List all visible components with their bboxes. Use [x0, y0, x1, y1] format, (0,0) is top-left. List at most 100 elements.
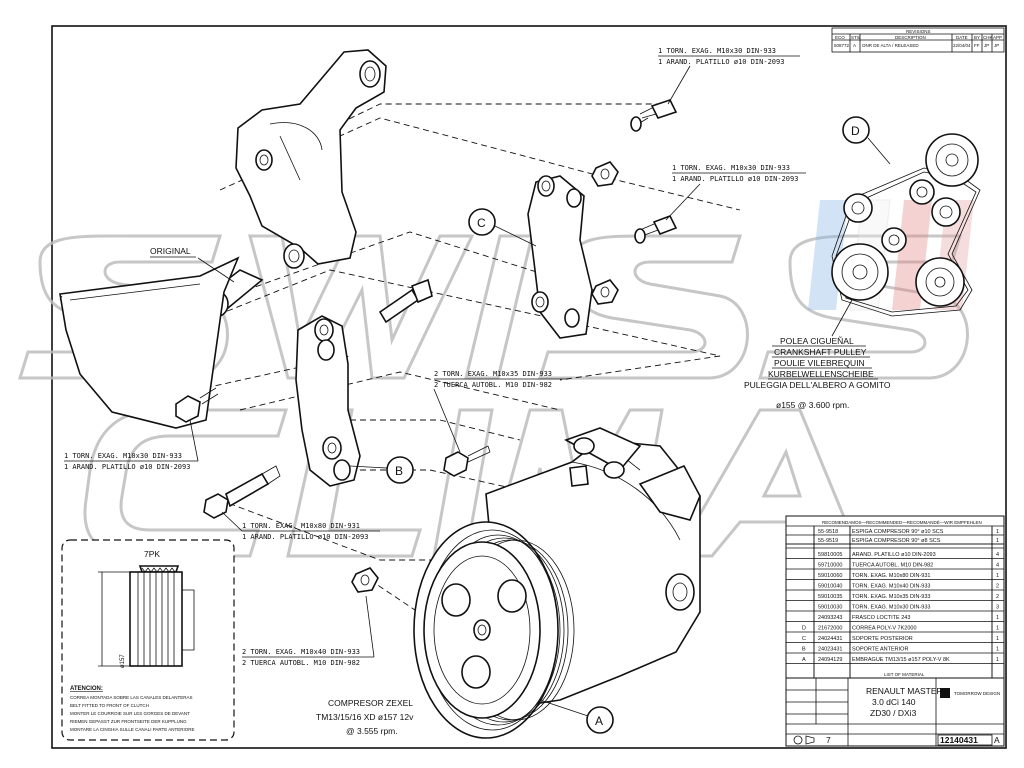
belt-detail-title: 7PK [144, 549, 160, 559]
bom-qty: 3 [996, 605, 999, 611]
bom-desc: SOPORTE POSTERIOR [852, 636, 913, 642]
bom-qty: 4 [996, 552, 999, 558]
title-line-2: 3.0 dCi 140 [872, 697, 916, 707]
bom-item: D [802, 626, 806, 632]
bom-item: A [802, 657, 806, 663]
bom-item: C [802, 636, 806, 642]
compressor-line-3: @ 3.555 rpm. [346, 726, 398, 736]
bom-desc: SOPORTE ANTERIOR [852, 647, 908, 653]
rev-eco: 508772 [834, 43, 850, 48]
callout-b-bolt-line-1: 1 TORN. EXAG. M10x80 DIN-931 [242, 522, 360, 530]
drawing-number: 12140431 [940, 735, 978, 745]
recommended-qty: 1 [996, 529, 999, 535]
belt-detail-dim: ø157 [120, 654, 126, 668]
recommended-code: 55-9518 [818, 529, 838, 535]
compressor-note: COMPRESOR ZEXEL TM13/15/16 XD ø157 12v @… [316, 698, 414, 736]
rev-h-desc: DESCRIPTION [895, 35, 926, 40]
warning-line-3: MONTER LE COURROIE SUR LES GORGES DE DEV… [70, 711, 190, 716]
callout-top-line-1: 1 TORN. EXAG. M10x30 DIN-933 [658, 47, 776, 55]
pulley-line-2: CRANKSHAFT PULLEY [774, 347, 867, 357]
callout-top-line-2: 1 ARAND. PLATILLO ø10 DIN-2093 [658, 58, 784, 66]
bom-qty: 4 [996, 563, 999, 569]
label-d: D [851, 124, 860, 138]
bom-qty: 1 [996, 636, 999, 642]
title-line-1: RENAULT MASTER [866, 686, 943, 696]
bom-code: 59010040 [818, 584, 842, 590]
recommended-desc: ESPIGA COMPRESOR 90° ø8 SCS [852, 538, 941, 544]
callout-b-bolt-line-2: 1 ARAND. PLATILLO ø10 DIN-2093 [242, 533, 368, 541]
bolt-left [175, 387, 219, 423]
callout-left-line-1: 1 TORN. EXAG. M10x30 DIN-933 [64, 452, 182, 460]
bom-desc: TORN. EXAG. M10x40 DIN-933 [852, 584, 930, 590]
crankshaft-pulley-note: POLEA CIGUEÑAL CRANKSHAFT PULLEY POULIE … [744, 336, 891, 410]
belt-routing-diagram [831, 133, 981, 317]
bom-qty: 2 [996, 594, 999, 600]
label-a: A [595, 714, 603, 728]
pulley-line-5: PULEGGIA DELL'ALBERO A GOMITO [744, 380, 891, 390]
warning-line-1: CORREA MONTADA SOBRE LAS CANALES DELANTE… [70, 695, 192, 700]
pulley-line-4: KURBELWELLENSCHEIBE [768, 369, 874, 379]
callout-mid-line-1: 1 TORN. EXAG. M10x30 DIN-933 [672, 164, 790, 172]
company-name: TOMORROW DESIGN [954, 691, 1000, 696]
warning-title: ATENCION: [70, 686, 103, 692]
bom-qty: 2 [996, 584, 999, 590]
bolt-center [443, 445, 491, 477]
revisions-title: REVISIONS [906, 29, 931, 34]
compressor [413, 427, 701, 739]
bolt-top [630, 99, 678, 132]
bom-code: 21672000 [818, 626, 842, 632]
rev-chk: JP [984, 43, 989, 48]
label-c: C [477, 216, 486, 230]
bom-code: 59010030 [818, 605, 842, 611]
bom-desc: ARAND. PLATILLO ø10 DIN-2093 [852, 552, 936, 558]
callout-bottom-line-1: 2 TORN. EXAG. M10x40 DIN-933 [242, 648, 360, 656]
label-b-circle [386, 456, 414, 484]
label-b: B [395, 464, 403, 478]
original-label: ORIGINAL [150, 246, 191, 256]
bom-desc: TORN. EXAG. M10x80 DIN-931 [852, 573, 930, 579]
nut-bottom [351, 567, 379, 593]
rev-h-app: APP [993, 35, 1002, 40]
compressor-line-1: COMPRESOR ZEXEL [328, 698, 413, 708]
recommended-code: 55-9519 [818, 538, 838, 544]
title-block: RENAULT MASTER 3.0 dCi 140 ZD30 / DXi3 T… [785, 677, 1005, 747]
bom-code: 24093243 [818, 615, 842, 621]
title-line-3: ZD30 / DXi3 [870, 708, 917, 718]
bom-code: 24023431 [818, 647, 842, 653]
callout-mid: 1 TORN. EXAG. M10x30 DIN-933 1 ARAND. PL… [665, 164, 806, 221]
callout-left-line-2: 1 ARAND. PLATILLO ø10 DIN-2093 [64, 463, 190, 471]
bom-code: 24024431 [818, 636, 842, 642]
warning-line-4: RIEMEN GEPASST ZUR FRONTSEITE DER KUPPLU… [70, 719, 187, 724]
bom-desc: TORN. EXAG. M10x35 DIN-933 [852, 594, 930, 600]
bom-qty: 1 [996, 626, 999, 632]
callout-center-line-2: 2 TUERCA AUTOBL. M10 DIN-982 [434, 381, 552, 389]
callout-top: 1 TORN. EXAG. M10x30 DIN-933 1 ARAND. PL… [658, 47, 800, 105]
projection-symbol-icon [793, 735, 803, 745]
label-d-circle [842, 116, 870, 144]
bracket-b [295, 315, 361, 487]
compressor-line-2: TM13/15/16 XD ø157 12v [316, 712, 414, 722]
bom-desc: CORREA POLY-V 7K2000 [852, 626, 917, 632]
bom-qty: 1 [996, 615, 999, 621]
rev-h-date: DATE [956, 35, 968, 40]
label-a-circle [586, 706, 614, 734]
callout-center-line-1: 2 TORN. EXAG. M10x35 DIN-933 [434, 370, 552, 378]
rev-h-by: BY [974, 35, 980, 40]
rev-sts: A [853, 43, 856, 48]
callout-center: 2 TORN. EXAG. M10x35 DIN-933 2 TUERCA AU… [433, 370, 568, 453]
warning-line-5: MONTARE LA CINGHIA SULLE CANALI PARTE AN… [70, 727, 195, 732]
callout-bottom-line-2: 2 TUERCA AUTOBL. M10 DIN-982 [242, 659, 360, 667]
bom-item: B [802, 647, 806, 653]
nut-c-upper [591, 161, 619, 187]
rev-h-eco: ECO [835, 35, 845, 40]
bom-qty: 1 [996, 647, 999, 653]
bom-qty: 1 [996, 657, 999, 663]
recommended-title: RECOMENDAMOS—RECOMMENDED—RECOMMANDÉ—WIR … [822, 519, 982, 525]
bom-desc: EMBRAGUE TM13/15 ø157 POLY-V 8K [852, 657, 950, 663]
rev-h-sts: STS [851, 35, 860, 40]
callout-mid-line-2: 1 ARAND. PLATILLO ø10 DIN-2093 [672, 175, 798, 183]
bom-footer: LIST OF MATERIAL [884, 672, 925, 677]
recommended-qty: 1 [996, 538, 999, 544]
pulley-line-1: POLEA CIGUEÑAL [780, 336, 854, 346]
